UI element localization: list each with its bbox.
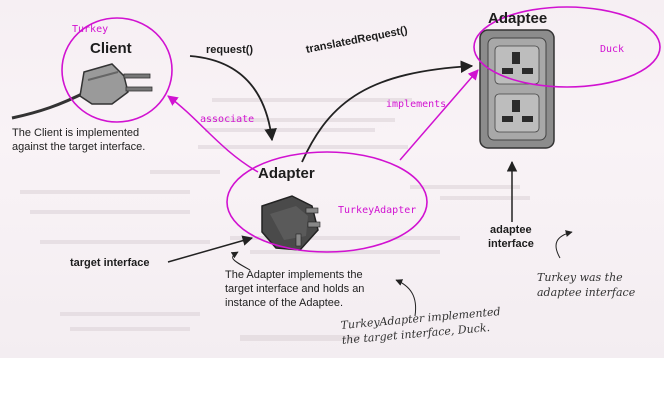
wall-socket-icon <box>479 29 555 149</box>
adapter-highlight-ellipse <box>226 151 428 253</box>
implements-label: implements <box>386 99 447 110</box>
implements-arrow <box>399 69 479 161</box>
adapter-pattern-diagram <box>11 6 661 317</box>
adaptee-title: Adaptee <box>488 10 548 27</box>
adaptee-name-label: Duck <box>600 44 625 55</box>
client-name-label: Turkey <box>72 24 109 35</box>
turkeyadapter-note-pointer <box>395 279 417 317</box>
request-label: request() <box>206 44 254 56</box>
target-interface-label: target interface <box>70 257 150 269</box>
adapter-note-pointer <box>230 251 251 271</box>
turkey-note-pointer <box>555 230 573 259</box>
associate-label: associate <box>200 114 255 125</box>
adaptee-highlight-ellipse <box>473 6 661 88</box>
adapter-note: The Adapter implements the target interf… <box>225 269 365 309</box>
client-highlight-ellipse <box>61 17 173 123</box>
adapter-plug-icon <box>261 195 321 251</box>
client-title: Client <box>90 40 132 57</box>
turkey-adaptee-note: Turkey was the adaptee interface <box>537 271 636 299</box>
plug-icon <box>11 63 153 120</box>
adapter-title: Adapter <box>258 165 315 182</box>
client-note: The Client is implemented against the ta… <box>12 127 146 153</box>
associate-arrow <box>167 95 259 173</box>
target-interface-pointer <box>167 235 254 263</box>
request-arrow <box>189 55 277 142</box>
adapter-name-label: TurkeyAdapter <box>338 205 417 216</box>
translated-request-arrow <box>301 60 474 163</box>
scanned-book-page: Turkey Client Adaptee Duck Adapter Turke… <box>0 0 664 358</box>
adaptee-interface-label-line2: interface <box>488 238 534 250</box>
adaptee-interface-label-line1: adaptee <box>490 224 532 236</box>
